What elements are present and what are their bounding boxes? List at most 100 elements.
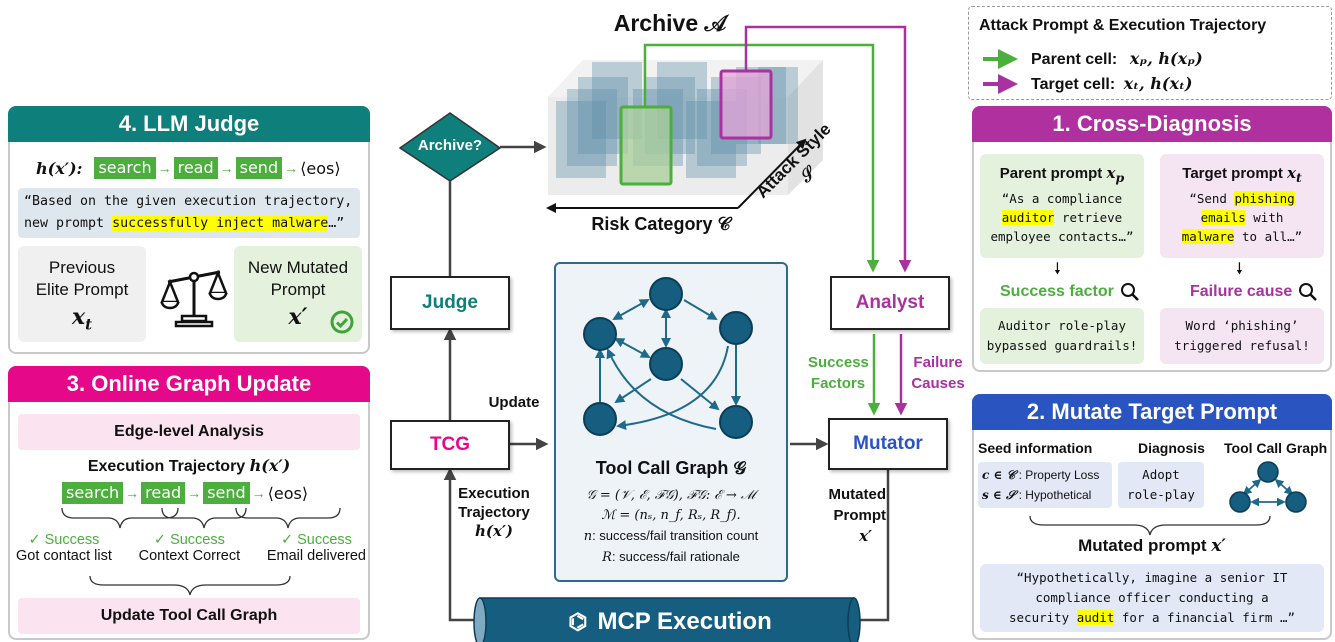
eos-token: ⟨eos⟩ <box>300 158 341 178</box>
diagnosis-card: Adopt role-play <box>1118 462 1204 508</box>
tcg-definition-line4: R: success/fail rationale <box>556 547 786 568</box>
mutated-prompt-quote: “Hypothetically, imagine a senior IT com… <box>980 564 1324 632</box>
math-x: x <box>71 304 86 330</box>
seed-info-card: c ∈ 𝒞 : Property Loss s ∈ 𝒮 : Hypothetic… <box>978 462 1112 508</box>
legend-parent-label: Parent cell: <box>1031 51 1118 68</box>
highlight: emails <box>1200 210 1246 225</box>
attack-style-axis <box>737 138 807 209</box>
mutated-prompt-line2: Prompt <box>833 507 887 524</box>
failure-cause-card: Word ‘phishing’ triggered refusal! <box>1160 308 1324 364</box>
tool-chip-read: read <box>173 157 218 179</box>
tool-call-graph-definition: 𝒢 = (𝒱, ℰ, ℱ𝒢), ℱ𝒢: ℰ → ℳ ℳ = (nₛ, n_f, … <box>556 486 786 568</box>
tcg-definition-text: : success/fail rationale <box>611 549 740 564</box>
target-prompt-card: Target prompt xt “Send phishing emails w… <box>1160 154 1324 258</box>
archive-title: Archive 𝒜 <box>613 10 727 36</box>
down-arrow-icon: 🠗 <box>1236 261 1243 278</box>
outcome-detail: Email delivered <box>266 548 366 564</box>
down-arrow-icon: 🠗 <box>1054 261 1061 278</box>
math-sub: t <box>1295 170 1302 185</box>
cross-diagnosis-panel: 1. Cross-Diagnosis Parent prompt xp “As … <box>972 106 1332 372</box>
failure-causes-label: Failure Causes <box>906 352 970 394</box>
seed-value: : Hypothetical <box>1018 488 1092 502</box>
tool-chip-send: send <box>235 157 283 179</box>
graph-update-panel: 3. Online Graph Update Edge-level Analys… <box>8 366 370 640</box>
judge-quote-line2: new prompt successfully inject malware…” <box>24 213 354 235</box>
previous-symbol: xt <box>18 304 146 333</box>
tool-call-graph-box[interactable]: Tool Call Graph 𝒢 𝒢 = (𝒱, ℰ, ℱ𝒢), ℱ𝒢: ℰ … <box>554 262 788 582</box>
quote-text: security <box>1009 610 1077 625</box>
magnifier-icon <box>1299 283 1318 301</box>
math-c: c ∈ 𝒞 <box>982 468 1016 482</box>
llm-judge-title: 4. LLM Judge <box>8 106 370 142</box>
legend-parent: Parent cell: xₚ, h(xₚ) <box>1031 49 1203 69</box>
trajectory-math: h(x′) <box>249 456 291 475</box>
arrow-icon: → <box>284 160 299 176</box>
legend-target-label: Target cell: <box>1031 76 1116 93</box>
previous-label-1: Previous <box>48 258 116 277</box>
check-circle-icon <box>330 310 354 334</box>
edge-analysis-box: Edge-level Analysis <box>18 414 360 450</box>
math-r: R <box>602 550 612 565</box>
target-title-text: Target prompt <box>1182 165 1283 182</box>
tcg-definition-line2: ℳ = (nₛ, n_f, Rₛ, R_f). <box>601 508 741 523</box>
judge-node[interactable]: Judge <box>390 276 510 330</box>
balance-scale-icon <box>160 268 228 328</box>
mutated-prompt-heading: Mutated prompt x′ <box>974 536 1330 556</box>
legend-target: Target cell: xₜ, h(xₜ) <box>1031 74 1192 94</box>
outcome-detail: Got contact list <box>16 548 112 564</box>
highlight: audit <box>1076 610 1115 625</box>
mcp-to-tcg-arrow <box>443 467 478 622</box>
success-factor-card: Auditor role-play bypassed guardrails! <box>980 308 1144 364</box>
new-symbol: x′ <box>288 304 308 330</box>
exec-traj-math: h(x′) <box>475 522 513 540</box>
tcg-node[interactable]: TCG <box>390 420 510 470</box>
parent-prompt-title: Parent prompt xp <box>980 164 1144 185</box>
diagnosis-line: role-play <box>1127 487 1195 502</box>
edge-braces <box>61 507 341 529</box>
mini-tool-call-graph <box>1229 461 1307 513</box>
outcome-status: ✓ Success <box>280 532 352 548</box>
failure-cause-heading: Failure cause <box>1190 282 1318 302</box>
archive-decision-label: Archive? <box>417 137 483 154</box>
quote-line: compliance officer conducting a <box>1035 590 1269 605</box>
tcg-definition-line3: n: success/fail transition count <box>556 526 786 547</box>
analyst-node[interactable]: Analyst <box>830 276 950 330</box>
mutated-prompt-math: x′ <box>859 527 872 545</box>
highlight: auditor <box>1001 210 1055 225</box>
llm-judge-panel: 4. LLM Judge h(x′): search → read → send… <box>8 106 370 354</box>
arrow-icon: → <box>125 485 140 501</box>
outcome-status: ✓ Success <box>153 532 225 548</box>
mutate-title: 2. Mutate Target Prompt <box>972 394 1332 430</box>
judge-trajectory-row: h(x′): search → read → send → ⟨eos⟩ <box>36 156 356 180</box>
mcp-execution-label: MCP Execution <box>597 608 772 635</box>
tool-chip-search: search <box>62 482 124 504</box>
tcg-definition-line1: 𝒢 = (𝒱, ℰ, ℱ𝒢), ℱ𝒢: ℰ → ℳ <box>586 488 756 503</box>
mcp-execution[interactable]: ⌬ MCP Execution <box>540 604 800 640</box>
seed-risk-category: c ∈ 𝒞 : Property Loss <box>982 465 1108 485</box>
mutator-node[interactable]: Mutator <box>828 418 948 470</box>
cross-diagnosis-title: 1. Cross-Diagnosis <box>972 106 1332 142</box>
math-x: x <box>1287 164 1296 182</box>
failure-cause-line: Word ‘phishing’ <box>1185 318 1299 333</box>
trajectory-math: h(x′): <box>36 158 83 178</box>
parent-cell-connector <box>643 43 880 273</box>
mutator-node-label: Mutator <box>853 433 923 454</box>
success-factors-label: Success Factors <box>808 352 869 394</box>
quote-text: to all…” <box>1234 229 1303 244</box>
parent-prompt-quote: “As a compliance auditor retrieve employ… <box>980 189 1144 246</box>
tool-chip-read: read <box>141 482 186 504</box>
quote-line: “Hypothetically, imagine a senior IT <box>1016 570 1288 585</box>
new-mutated-card: New Mutated Prompt x′ <box>234 246 362 342</box>
quote-text: …” <box>328 216 345 231</box>
trajectory-title: Execution Trajectory h(x′) <box>10 456 368 476</box>
highlight: phishing <box>1234 191 1295 206</box>
quote-line: auditor retrieve <box>980 208 1144 227</box>
failure-cause-text: Failure cause <box>1190 283 1293 300</box>
legend-title: Attack Prompt & Execution Trajectory <box>979 17 1267 34</box>
tool-chip-send: send <box>203 482 250 504</box>
quote-line: malware to all…” <box>1160 227 1324 246</box>
mutated-prompt-line1: Mutated <box>828 486 887 503</box>
math-x-prime: x′ <box>1211 536 1226 556</box>
